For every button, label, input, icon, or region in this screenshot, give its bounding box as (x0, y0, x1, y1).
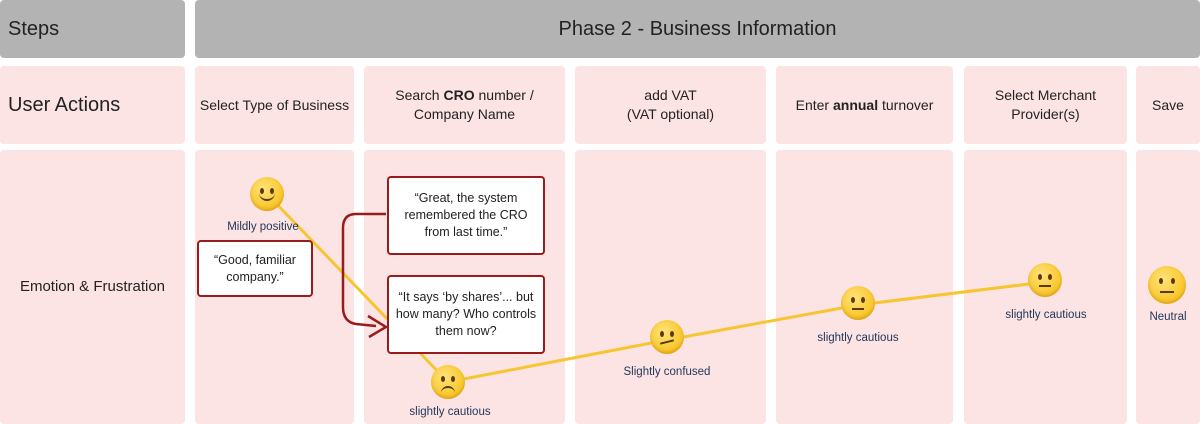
emotion-cell-3 (575, 150, 766, 424)
emotion-label-slightly-confused: Slightly confused (623, 366, 711, 378)
action-cell-1: Select Type of Business (195, 66, 354, 144)
quote-shares-question: “It says ‘by shares’... but how many? Wh… (387, 275, 545, 354)
confused-face-icon (650, 320, 684, 354)
user-actions-label: User Actions (8, 94, 121, 116)
quote-familiar-company: “Good, familiar company.” (197, 240, 313, 297)
action-select-merchant: Select Merchant Provider(s) (994, 87, 1097, 122)
neutral-face-icon (841, 286, 875, 320)
emotion-row-label-cell: Emotion & Frustration (0, 150, 185, 424)
action-enter-turnover: Enter annual turnover (795, 96, 934, 113)
user-actions-row-label-cell: User Actions (0, 66, 185, 144)
action-cell-6: Save (1136, 66, 1200, 144)
emotion-label-slightly-cautious: slightly cautious (409, 406, 491, 418)
action-add-vat: add VAT (VAT optional) (626, 87, 715, 122)
phase-header: Phase 2 - Business Information (195, 0, 1200, 58)
action-select-business-type: Select Type of Business (199, 96, 350, 113)
neutral-face-icon (1148, 266, 1186, 304)
emotion-label: Emotion & Frustration (19, 278, 166, 295)
emotion-label-neutral: Neutral (1149, 311, 1187, 323)
action-cell-2: Search CRO number / Company Name (364, 66, 565, 144)
action-cell-3: add VAT (VAT optional) (575, 66, 766, 144)
steps-header: Steps (0, 0, 185, 58)
neutral-face-icon (1028, 263, 1062, 297)
phase-title: Phase 2 - Business Information (558, 18, 837, 40)
emotion-label-mildly-positive: Mildly positive (227, 221, 299, 233)
quote-cro-remembered: “Great, the system remembered the CRO fr… (387, 176, 545, 255)
action-search-cro: Search CRO number / Company Name (395, 87, 534, 122)
steps-label: Steps (8, 18, 60, 40)
action-save: Save (1152, 96, 1184, 113)
smiling-face-icon (250, 177, 284, 211)
emotion-label-slightly-cautious: slightly cautious (817, 332, 899, 344)
slightly-frowning-face-icon (431, 365, 465, 399)
action-cell-5: Select Merchant Provider(s) (964, 66, 1127, 144)
action-cell-4: Enter annual turnover (776, 66, 953, 144)
emotion-label-slightly-cautious: slightly cautious (1005, 309, 1087, 321)
